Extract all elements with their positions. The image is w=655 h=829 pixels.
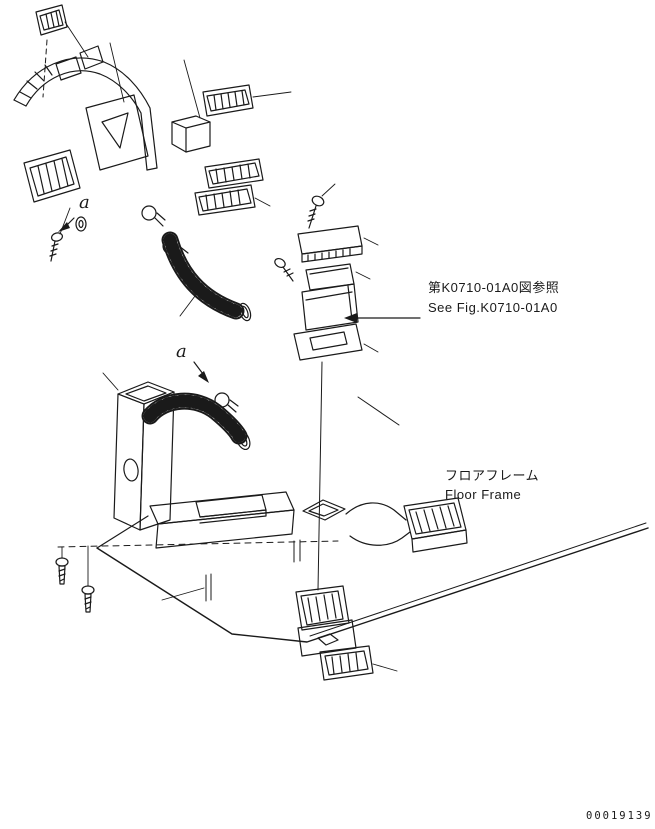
callout-label-a-upper: a [79,192,90,213]
drawing-number: 00019139 [586,810,653,822]
clip-plates [55,45,104,81]
see-fig-text-jp: 第K0710-01A0図参照 [428,280,560,295]
stray-leader [357,396,400,426]
screw-mid [274,257,294,282]
floor-frame-text-en: Floor Frame [445,487,522,502]
flexible-hose-upper [161,231,252,322]
floor-duct-horizontal [149,491,295,549]
grille-mid-2 [194,184,256,216]
floor-vent-assembly [295,585,357,657]
duct-stack [293,225,363,361]
duct-elbow [171,115,211,153]
diamond-vent-hole [302,499,346,521]
flexible-hose-lower [141,392,251,451]
floor-duct-vertical [113,381,175,531]
floor-frame-text-jp: フロアフレーム [445,468,540,483]
label-a-upper-arrow [58,217,75,232]
dash-trim-strip [13,57,158,171]
see-fig-annotation: 第K0710-01A0図参照 See Fig.K0710-01A0 [428,278,559,318]
panel-triangle-cutout [85,94,149,171]
screw-top-right [307,195,325,229]
screw-bottom-2 [81,585,95,613]
grille-top-left [35,4,68,36]
callout-label-a-lower: a [176,341,187,362]
s-duct-right [345,497,468,553]
grille-bottom [319,645,374,681]
hose-clamp-1 [141,205,166,227]
screw-bottom-1 [55,557,69,585]
floor-frame-annotation: フロアフレーム Floor Frame [445,466,539,504]
floor-frame-outline [57,515,649,643]
label-a-lower-arrow [193,361,209,383]
connector-line [317,361,323,591]
screw-left [49,232,64,262]
see-fig-text-en: See Fig.K0710-01A0 [428,300,558,315]
see-fig-arrow [344,313,421,323]
leader-lines [59,21,398,672]
grille-mid-1 [204,158,264,189]
grille-left [23,149,81,203]
washer [75,216,87,232]
grille-top-middle [202,84,254,117]
